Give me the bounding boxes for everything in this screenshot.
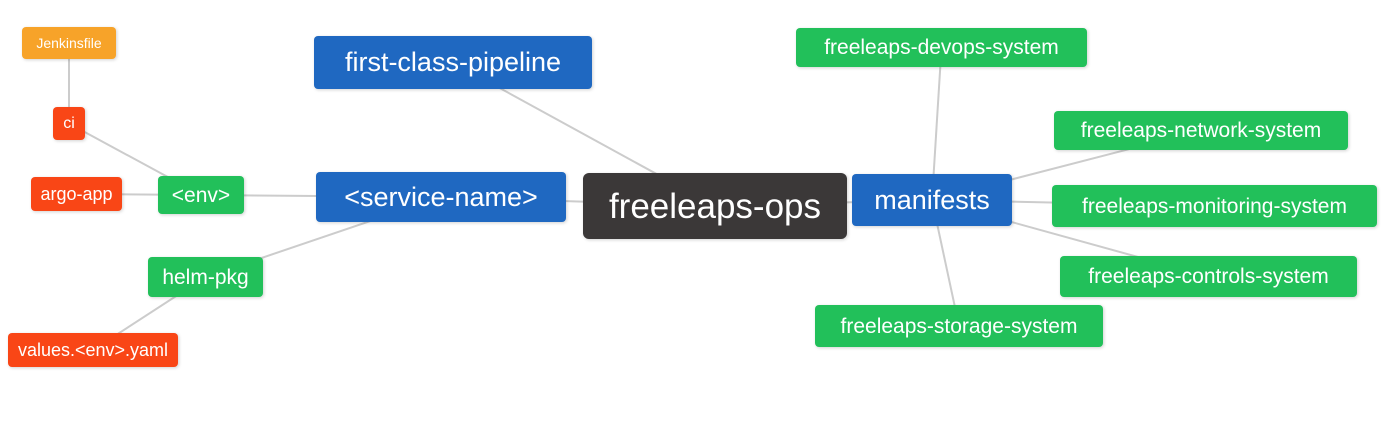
node-argo-app[interactable]: argo-app bbox=[31, 177, 122, 211]
node-freeleaps-network-system[interactable]: freeleaps-network-system bbox=[1054, 111, 1348, 150]
node-freeleaps-controls-system[interactable]: freeleaps-controls-system bbox=[1060, 256, 1357, 297]
node-freeleaps-monitoring-system[interactable]: freeleaps-monitoring-system bbox=[1052, 185, 1377, 227]
node-freeleaps-storage-system[interactable]: freeleaps-storage-system bbox=[815, 305, 1103, 347]
node-env[interactable]: <env> bbox=[158, 176, 244, 214]
node-freeleaps-ops[interactable]: freeleaps-ops bbox=[583, 173, 847, 239]
node-helm-pkg[interactable]: helm-pkg bbox=[148, 257, 263, 297]
node-service-name[interactable]: <service-name> bbox=[316, 172, 566, 222]
node-freeleaps-devops-system[interactable]: freeleaps-devops-system bbox=[796, 28, 1087, 67]
node-first-class-pipeline[interactable]: first-class-pipeline bbox=[314, 36, 592, 89]
node-ci[interactable]: ci bbox=[53, 107, 85, 140]
node-manifests[interactable]: manifests bbox=[852, 174, 1012, 226]
node-values-env-yaml[interactable]: values.<env>.yaml bbox=[8, 333, 178, 367]
node-jenkinsfile[interactable]: Jenkinsfile bbox=[22, 27, 116, 59]
